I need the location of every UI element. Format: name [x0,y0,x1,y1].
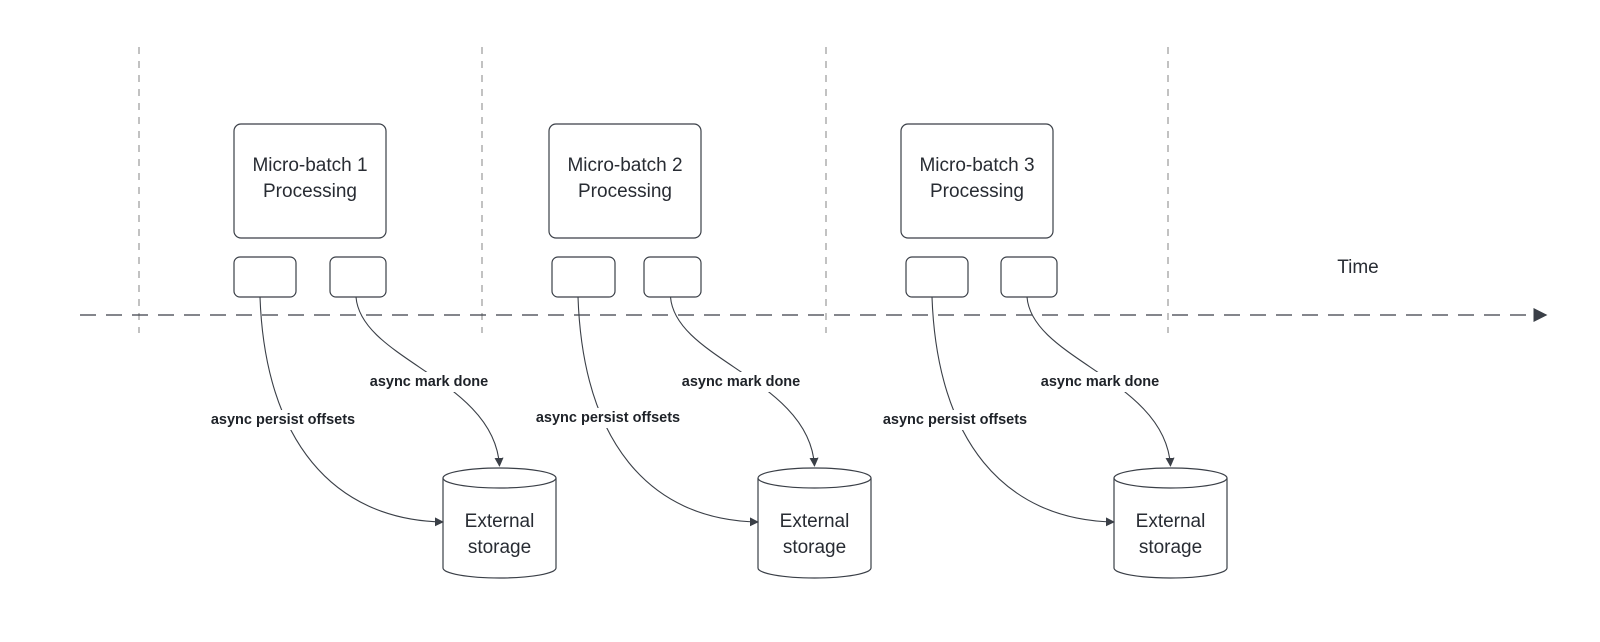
time-label: Time [1337,257,1379,278]
label-background [366,372,492,392]
mark-done-label: async mark done [682,374,800,390]
micro-batch-box [233,123,387,239]
external-storage-cylinder [757,467,872,579]
storage-label: storage [468,537,531,558]
storage-label: storage [1139,537,1202,558]
persist-offsets-label: async persist offsets [211,412,355,428]
mark-done-task [1000,256,1058,298]
label-background [879,410,1031,430]
persist-offsets-label: async persist offsets [536,410,680,426]
mark-done-label: async mark done [370,374,488,390]
label-background [207,410,359,430]
mark-done-task [643,256,702,298]
micro-batch-box [548,123,702,239]
persist-offsets-task [233,256,297,298]
micro-batch-title: Micro-batch 3 [919,155,1034,176]
micro-batch-box [900,123,1054,239]
storage-label: External [1136,511,1206,532]
storage-label: storage [783,537,846,558]
storage-label: External [780,511,850,532]
label-background [532,408,684,428]
mark-done-label: async mark done [1041,374,1159,390]
persist-offsets-task [551,256,616,298]
micro-batch-subtitle: Processing [930,181,1024,202]
label-background [678,372,804,392]
external-storage-cylinder [442,467,557,579]
persist-offsets-arrow [931,296,1115,527]
storage-label: External [465,511,535,532]
micro-batch-subtitle: Processing [578,181,672,202]
micro-batch-title: Micro-batch 2 [567,155,682,176]
micro-batch-title: Micro-batch 1 [252,155,367,176]
persist-offsets-arrow [577,296,759,527]
persist-offsets-label: async persist offsets [883,412,1027,428]
external-storage-cylinder [1113,467,1228,579]
batch-dividers [138,47,1169,333]
label-background [1037,372,1163,392]
persist-offsets-task [905,256,969,298]
mark-done-task [329,256,387,298]
micro-batch-subtitle: Processing [263,181,357,202]
persist-offsets-arrow [259,296,444,527]
